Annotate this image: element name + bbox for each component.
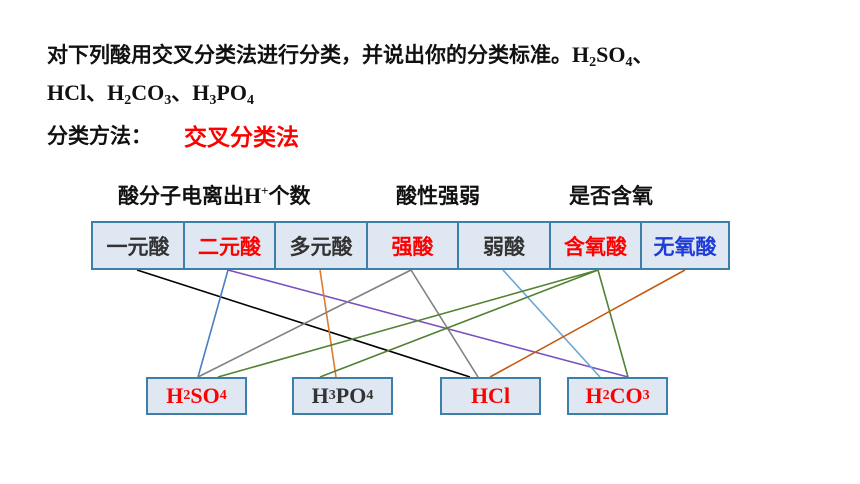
category-oxyacid: 含氧酸: [551, 223, 642, 268]
link-strong-hcl: [410, 269, 479, 378]
category-oxygen-free-acid: 无氧酸: [653, 234, 717, 259]
formula-superscript: +: [261, 183, 269, 198]
formula-subscript: 4: [246, 93, 254, 108]
link-strong-h2so4: [197, 269, 412, 378]
separator: 、: [171, 81, 193, 105]
formula-part: PO: [216, 80, 247, 105]
question-line-1: 对下列酸用交叉分类法进行分类，并说出你的分类标准。H2SO4、: [47, 40, 653, 70]
category-row: 一元酸 二元酸 多元酸 强酸 弱酸 含氧酸 无氧酸: [91, 221, 730, 270]
header-text: 酸分子电离出: [118, 184, 244, 208]
separator: 、: [86, 81, 108, 105]
header-text: 个数: [268, 184, 311, 208]
formula-hcl: HCl: [47, 80, 87, 105]
link-diprotic-h2so4: [197, 269, 229, 378]
formula-subscript: 3: [209, 93, 217, 108]
formula-h3po4: H3PO4: [192, 80, 254, 108]
formula-subscript: 3: [164, 93, 172, 108]
link-weak-h2co3: [502, 269, 601, 378]
formula-part: H: [585, 383, 603, 408]
link-oxyacid-h2co3: [597, 269, 629, 378]
separator: 、: [632, 43, 654, 67]
header-ionization: 酸分子电离出H+个数: [118, 180, 311, 210]
formula-part: H: [244, 183, 262, 208]
formula-part: H: [107, 80, 125, 105]
category-diprotic: 二元酸: [185, 223, 276, 268]
category-strong-acid: 强酸: [368, 223, 459, 268]
question-line-2: HCl、H2CO3、H3PO4: [47, 78, 254, 108]
header-oxygen: 是否含氧: [569, 184, 653, 208]
formula-subscript: 2: [589, 55, 597, 70]
compound-hcl: HCl: [440, 377, 541, 415]
formula-part: SO: [190, 383, 220, 408]
formula-h2co3: H2CO3: [107, 80, 172, 108]
link-diprotic-h2co3: [227, 269, 629, 378]
link-oxyacid-h3po4: [319, 269, 599, 378]
hydrogen-ion: H+: [244, 183, 269, 208]
formula-subscript: 2: [124, 93, 132, 108]
link-oxygen-free-hcl: [489, 269, 686, 378]
header-strength: 酸性强弱: [396, 184, 480, 208]
formula-part: H: [311, 383, 329, 408]
method-value: 交叉分类法: [184, 125, 299, 151]
formula-h2so4: H2SO4: [572, 42, 633, 70]
question-text: 对下列酸用交叉分类法进行分类，并说出你的分类标准。: [47, 43, 572, 67]
category-monoprotic: 一元酸: [93, 223, 185, 268]
formula-part: PO: [335, 383, 367, 408]
formula-subscript: 4: [625, 55, 633, 70]
category-weak-acid: 弱酸: [459, 223, 551, 268]
link-oxyacid-h2so4: [217, 269, 599, 378]
formula-part: H: [192, 80, 210, 105]
method-label: 分类方法：: [47, 124, 152, 148]
formula-part: CO: [609, 383, 643, 408]
category-polyprotic: 多元酸: [276, 223, 368, 268]
formula-part: CO: [131, 80, 165, 105]
formula-part: SO: [596, 42, 626, 67]
link-polyprotic-h3po4: [319, 269, 337, 378]
formula-part: H: [166, 383, 184, 408]
formula-part: H: [572, 42, 590, 67]
